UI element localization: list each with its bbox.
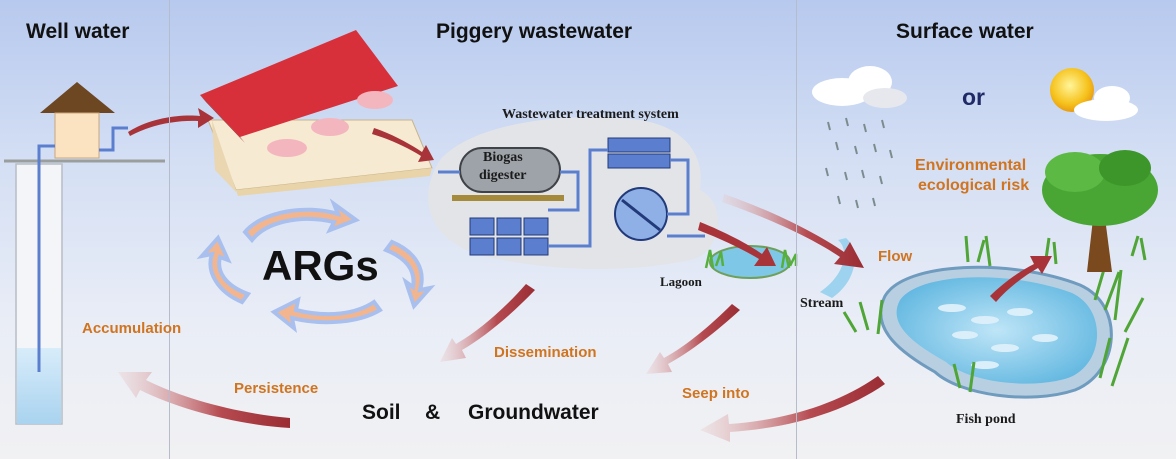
section-divider-left — [169, 0, 170, 459]
well-house — [40, 82, 115, 159]
fish-pond-label: Fish pond — [956, 412, 1016, 427]
persistence-label: Persistence — [234, 380, 319, 397]
flow-label: Flow — [878, 248, 913, 265]
ampersand-label: & — [425, 401, 441, 424]
tree — [1042, 150, 1158, 272]
seep-into-label: Seep into — [682, 385, 750, 402]
accumulation-label: Accumulation — [82, 320, 182, 337]
rain-drops — [825, 117, 893, 209]
dissemination-label: Dissemination — [494, 344, 597, 361]
rain-cloud — [812, 66, 907, 108]
biogas-label-1: Biogas — [483, 150, 523, 165]
biogas-digester — [452, 147, 564, 201]
env-risk-label-2: ecological risk — [918, 177, 1030, 194]
pig-barn — [200, 30, 433, 196]
lagoon-label: Lagoon — [660, 274, 702, 289]
section-title-surface: Surface water — [896, 20, 1034, 43]
section-title-well: Well water — [26, 20, 130, 43]
treatment-system-label: Wastewater treatment system — [502, 107, 679, 122]
flow-arrows — [118, 108, 1052, 442]
or-label: or — [962, 84, 985, 110]
args-cycle — [196, 198, 436, 333]
sun-icon — [1050, 68, 1094, 112]
house-pipe — [99, 126, 128, 152]
args-label: ARGs — [262, 242, 379, 289]
biogas-label-2: digester — [479, 168, 527, 183]
reeds — [842, 235, 1147, 393]
env-risk-label-1: Environmental — [915, 157, 1027, 174]
groundwater-label: Groundwater — [468, 401, 599, 424]
clarifier — [614, 187, 668, 241]
fish-pond — [879, 265, 1113, 399]
settling-tank — [607, 137, 671, 169]
sun-cloud — [1074, 86, 1138, 121]
treatment-pipes — [438, 148, 705, 248]
soil-label: Soil — [362, 401, 401, 424]
filter-tank — [469, 217, 549, 256]
section-title-piggery: Piggery wastewater — [436, 20, 633, 43]
well-pipe — [37, 144, 55, 372]
section-divider-right — [796, 0, 797, 459]
stream-label: Stream — [800, 296, 844, 311]
